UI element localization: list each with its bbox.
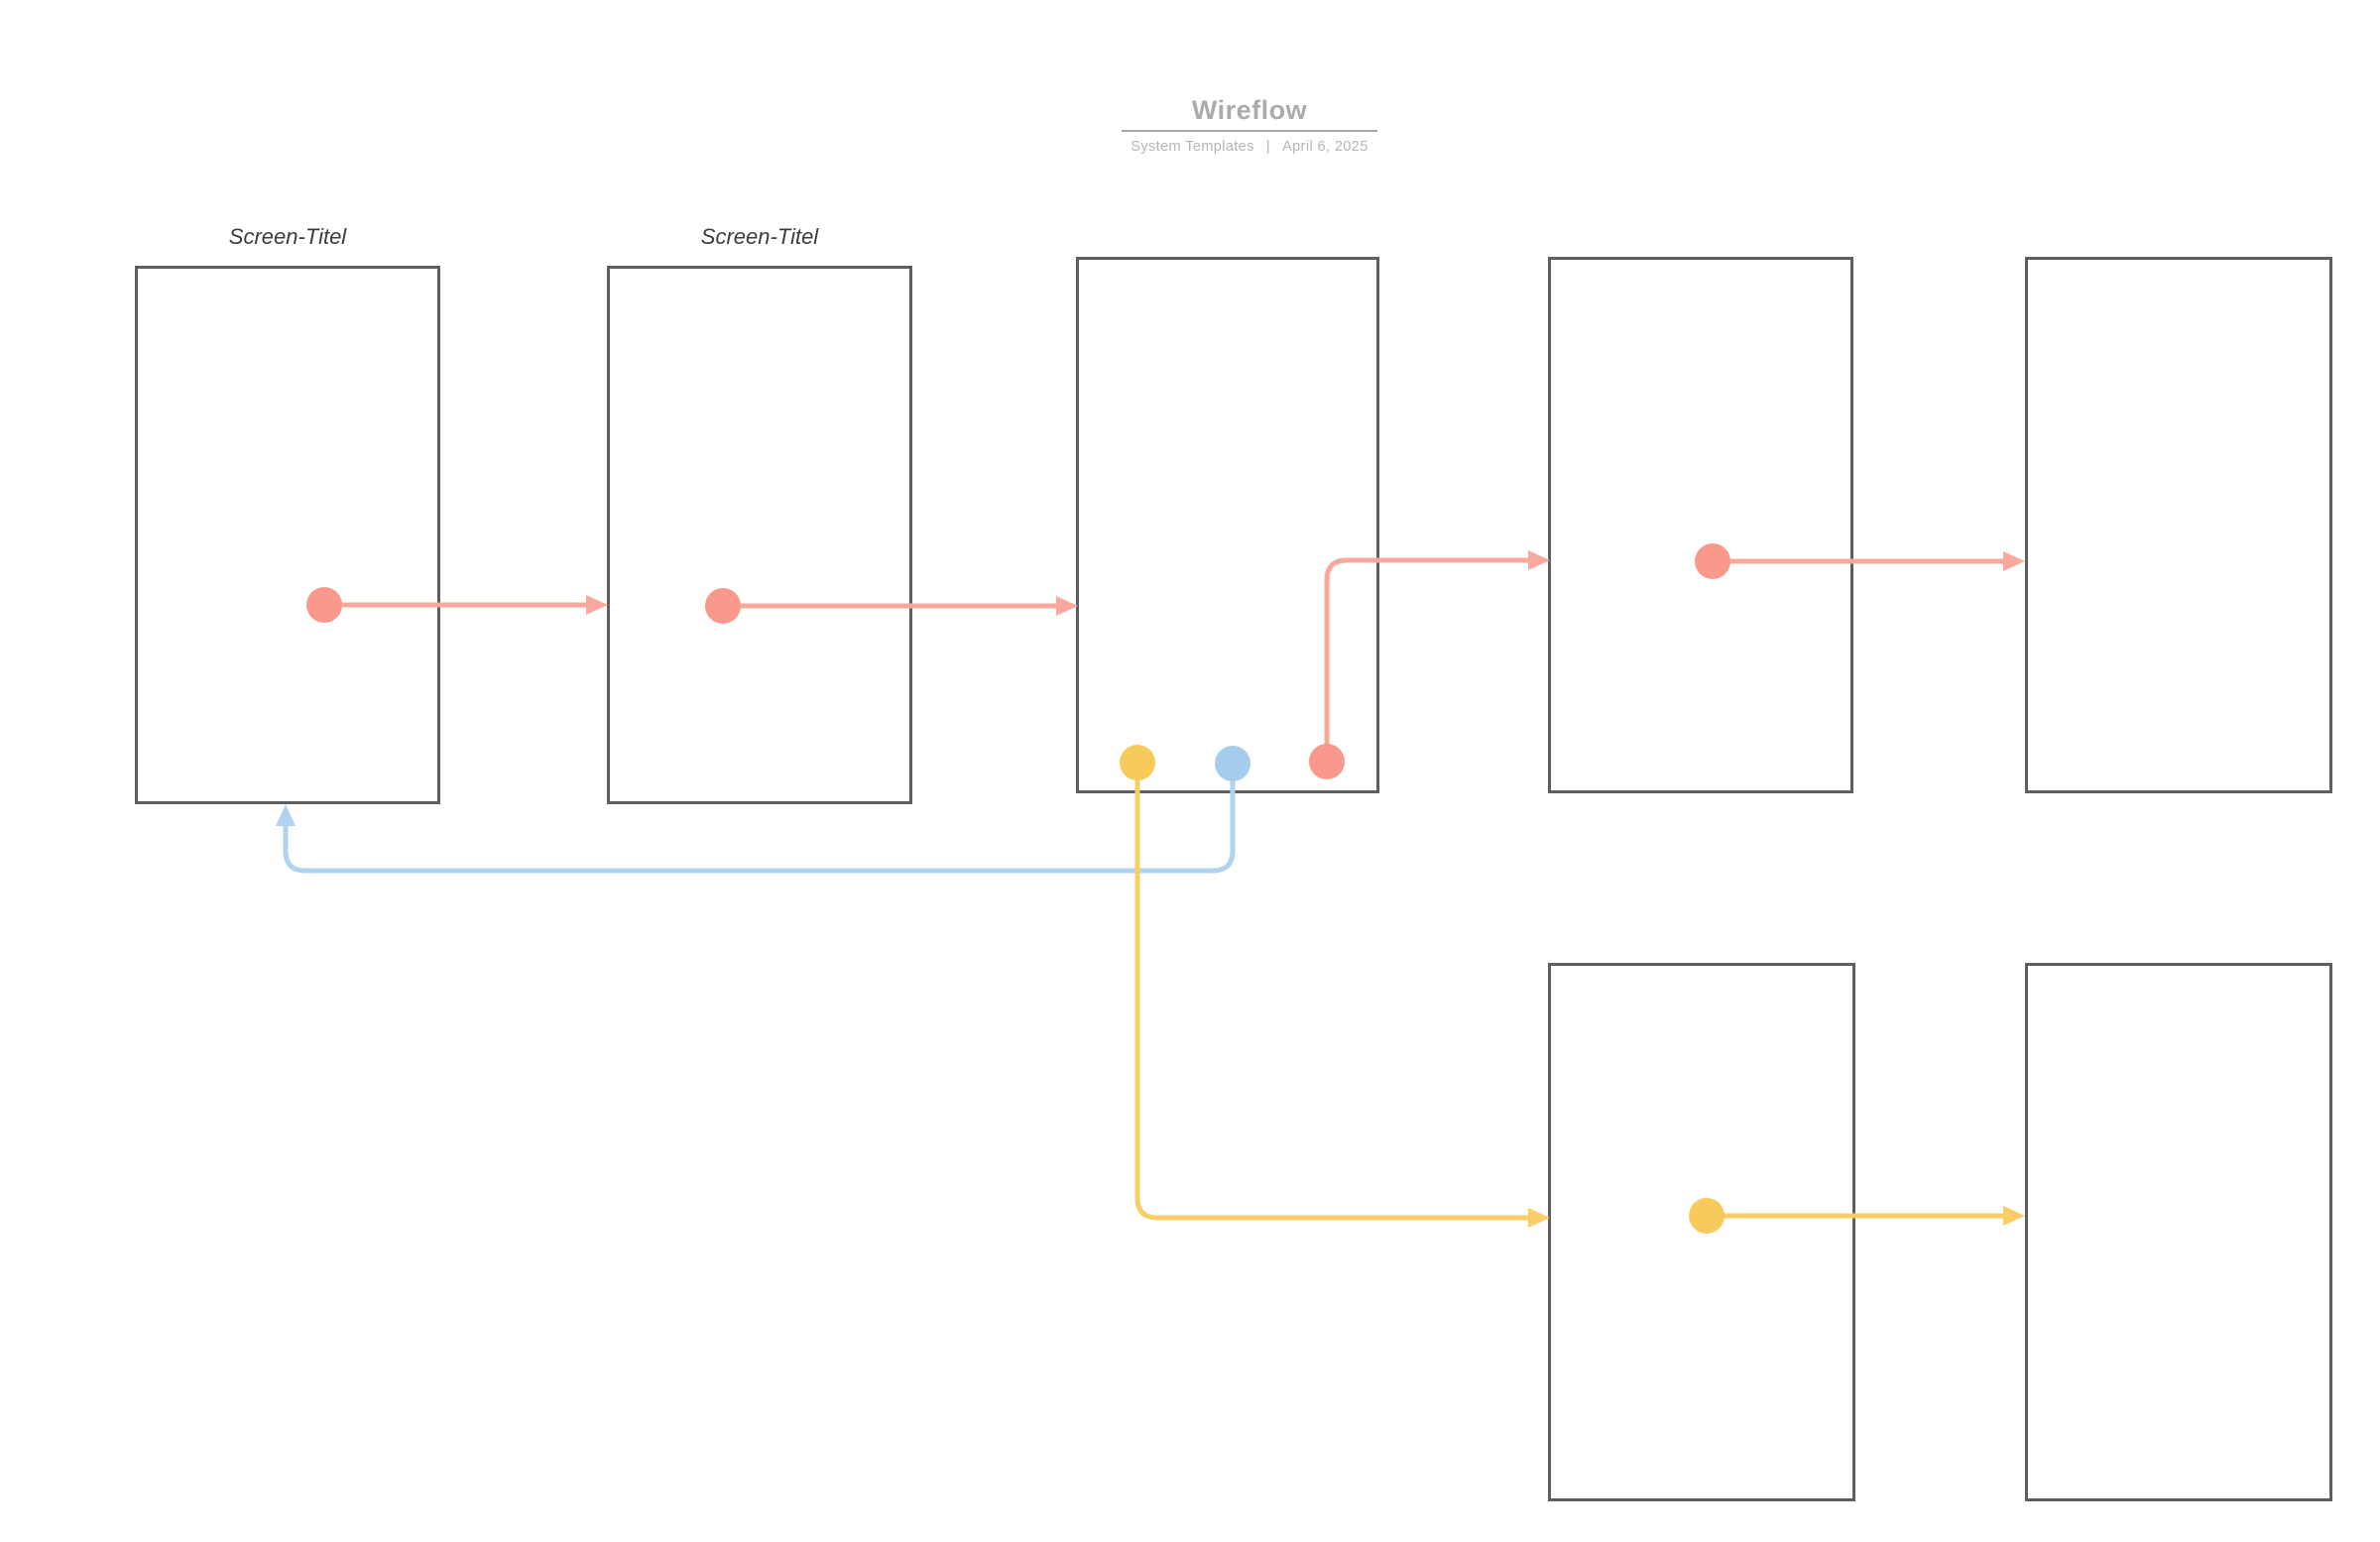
subtitle-date: April 6, 2025 — [1282, 139, 1368, 155]
screen-frame-1-title-label: Screen-Titel — [228, 224, 347, 249]
flow-screen6-to-screen7-arrowhead-icon — [2003, 1206, 2025, 1226]
screen-frame-2-title-label: Screen-Titel — [700, 224, 819, 249]
flow-screen3-to-screen6-arrowhead-icon — [1528, 1208, 1550, 1228]
flow-screen2-to-screen3-arrowhead-icon — [1056, 596, 1078, 616]
screen-frame-5 — [2025, 257, 2332, 793]
flow-screen3-to-screen4-arrowhead-icon — [1528, 550, 1550, 570]
flow-screen1-to-screen2-arrowhead-icon — [586, 595, 608, 615]
screen-frame-1 — [135, 266, 440, 804]
page-subtitle: System Templates | April 6, 2025 — [1051, 139, 1448, 155]
screen-frame-6 — [1548, 963, 1855, 1501]
screen-frame-7 — [2025, 963, 2332, 1501]
page-title: Wireflow — [1191, 95, 1308, 125]
flow-screen3-back-to-screen1-arrowhead-icon — [276, 804, 296, 826]
subtitle-template-name: System Templates — [1130, 139, 1254, 155]
flow-screen4-to-screen5-arrowhead-icon — [2003, 551, 2025, 571]
title-divider — [1122, 130, 1377, 132]
screen-frame-2 — [607, 266, 912, 804]
flow-screen3-to-screen6 — [1134, 763, 1528, 1221]
screen-frame-3 — [1076, 257, 1379, 793]
subtitle-separator: | — [1265, 139, 1271, 155]
screen-frame-4 — [1548, 257, 1853, 793]
